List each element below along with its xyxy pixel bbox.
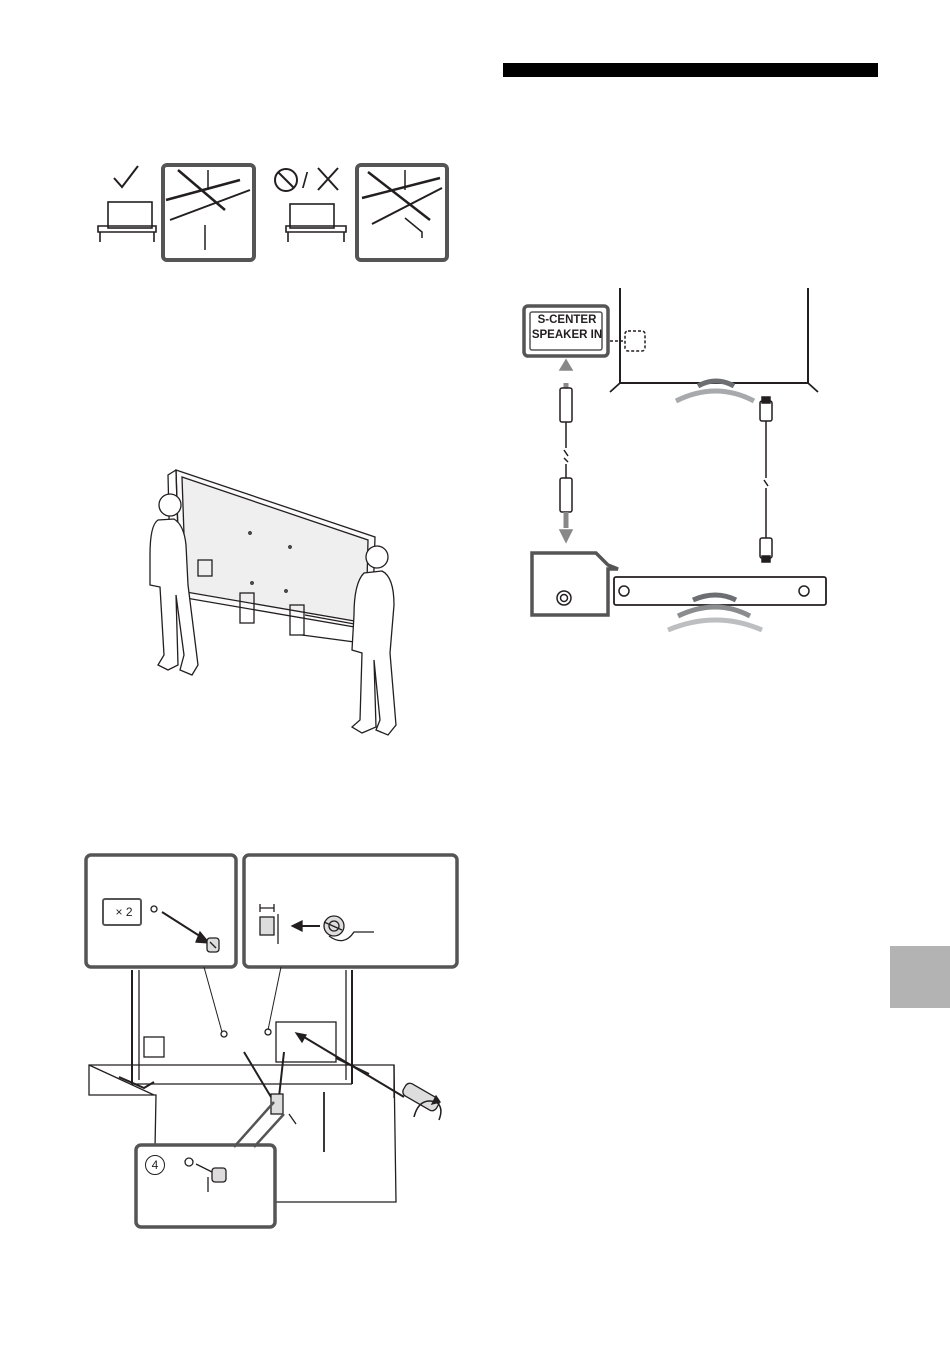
part-number-label: 4 xyxy=(145,1155,165,1175)
screw-count-label: × 2 xyxy=(105,901,143,923)
jack-icon xyxy=(532,553,618,615)
ng-detail-box xyxy=(357,165,447,260)
screw-icon xyxy=(207,938,219,952)
stand-placement-figure: / xyxy=(90,160,452,265)
s-center-port-label: S-CENTER SPEAKER IN xyxy=(530,313,604,353)
hdmi-cable-icon xyxy=(760,397,772,562)
ng-tv-on-table-icon xyxy=(286,204,346,242)
ok-detail-box xyxy=(163,165,254,260)
ok-tv-on-table-icon xyxy=(98,202,156,242)
tv-icon xyxy=(610,288,818,392)
cross-icon xyxy=(318,168,338,190)
check-icon xyxy=(114,166,138,187)
port-label-line2: SPEAKER IN xyxy=(530,328,604,343)
section-thumb-tab xyxy=(890,946,950,1008)
carry-tv-figure xyxy=(140,465,405,737)
sound-bar-icon xyxy=(614,577,826,630)
port-label-line1: S-CENTER xyxy=(530,313,604,328)
section-title-rule xyxy=(503,63,878,77)
stereo-mini-cable-icon xyxy=(560,360,572,542)
svg-text:/: / xyxy=(302,168,309,193)
prohibited-icon xyxy=(275,169,297,191)
